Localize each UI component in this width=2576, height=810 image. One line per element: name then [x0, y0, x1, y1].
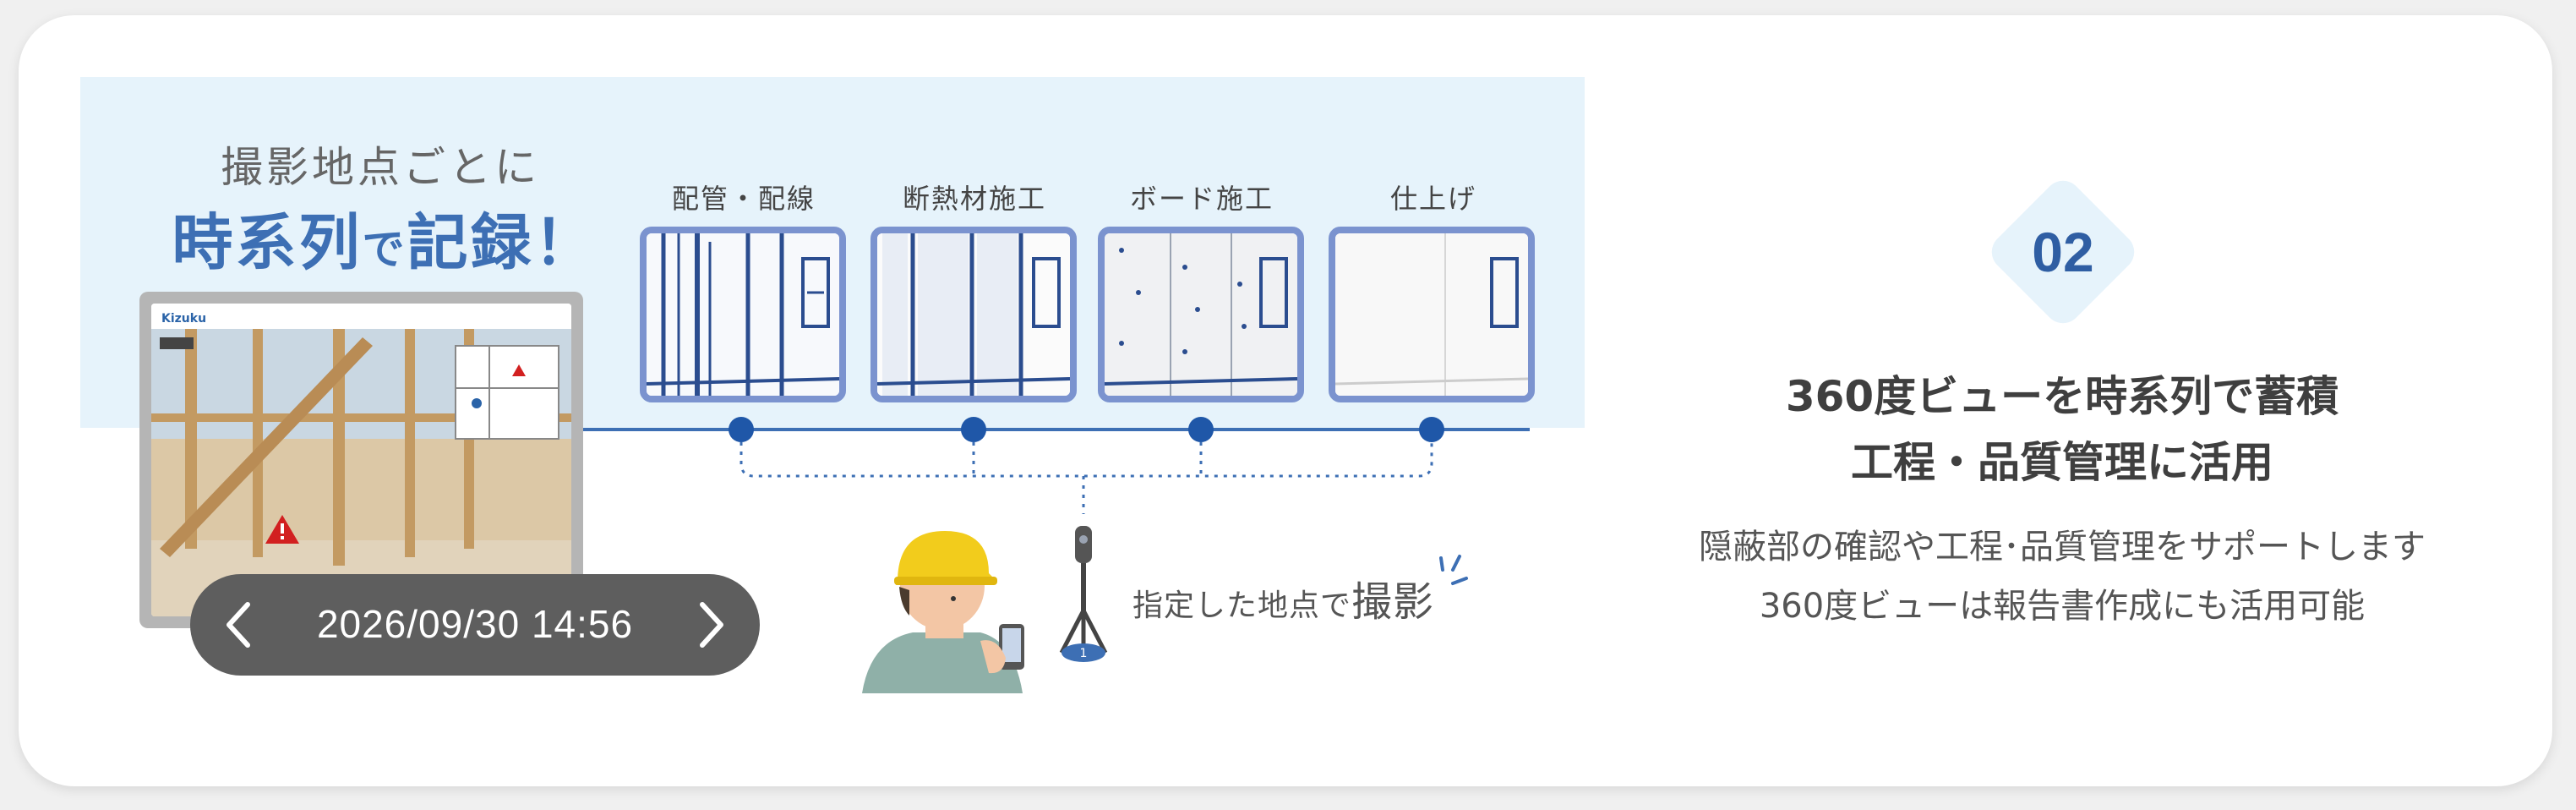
finished-wall-image: [1335, 233, 1528, 396]
feature-title-line2: 工程・品質管理に活用: [1851, 438, 2273, 487]
headline-particle: で: [362, 225, 407, 274]
timeline-dot: [729, 417, 754, 442]
feature-desc-line2: 360度ビューは報告書作成にも活用可能: [1759, 587, 2366, 626]
stage-label-piping: 配管・配線: [671, 183, 816, 215]
timeline-dot: [961, 417, 986, 442]
shoot-caption: 指定した地点で撮影: [1132, 568, 1434, 627]
timeline-dot: [1419, 417, 1444, 442]
chevron-left-icon: [226, 602, 250, 648]
feature-title: 360度ビューを時系列で蓄積 工程・品質管理に活用: [1656, 364, 2468, 495]
construction-360-view: [151, 304, 571, 616]
wall-pipes-image: [647, 233, 839, 396]
board-image: [1105, 233, 1297, 396]
timeline-dot: [1188, 417, 1214, 442]
previous-date-button[interactable]: [216, 599, 266, 650]
stage-thumbnail-board[interactable]: [1098, 227, 1304, 402]
date-navigator: 2026/09/30 14:56: [190, 574, 760, 676]
shoot-caption-text: 指定した地点で: [1132, 588, 1352, 623]
worker-illustration: [862, 531, 1024, 693]
headline-timeseries: 時系列: [172, 207, 363, 278]
headline-record: 記録！: [407, 207, 598, 278]
insulation-image: [877, 233, 1070, 396]
feature-number: 02: [2032, 221, 2094, 283]
tripod-marker-number: 1: [1080, 647, 1088, 660]
feature-number-badge: 02: [1984, 172, 2142, 331]
stage-thumbnail-piping[interactable]: [640, 227, 846, 402]
headline-line1: 撮影地点ごとに: [221, 143, 540, 192]
spark-accent-icon: [1439, 555, 1468, 585]
tablet-device: Kizuku: [139, 292, 583, 628]
chevron-right-icon: [700, 602, 723, 648]
tablet-app-logo: Kizuku: [161, 312, 207, 326]
feature-title-line1: 360度ビューを時系列で蓄積: [1785, 372, 2339, 421]
tablet-screen: Kizuku: [151, 304, 571, 616]
stage-label-insulation: 断熱材施工: [902, 183, 1046, 215]
date-time-label: 2026/09/30 14:56: [316, 602, 634, 646]
connector-dotted: [740, 442, 1433, 478]
camera-tripod-icon: 1: [1059, 526, 1108, 662]
headline-line2: 時系列で記録！: [148, 193, 621, 282]
feature-description: 隠蔽部の確認や工程･品質管理をサポートします 360度ビューは報告書作成にも活用…: [1656, 517, 2468, 636]
shoot-caption-emphasis: 撮影: [1351, 578, 1435, 626]
stage-label-board: ボード施工: [1129, 183, 1274, 215]
next-date-button[interactable]: [684, 599, 734, 650]
feature-desc-line1: 隠蔽部の確認や工程･品質管理をサポートします: [1699, 528, 2426, 566]
stage-thumbnail-insulation[interactable]: [870, 227, 1077, 402]
stage-label-finish: 仕上げ: [1389, 183, 1476, 215]
stage-thumbnail-finish[interactable]: [1329, 227, 1535, 402]
timeline-graphic: [583, 417, 1530, 514]
